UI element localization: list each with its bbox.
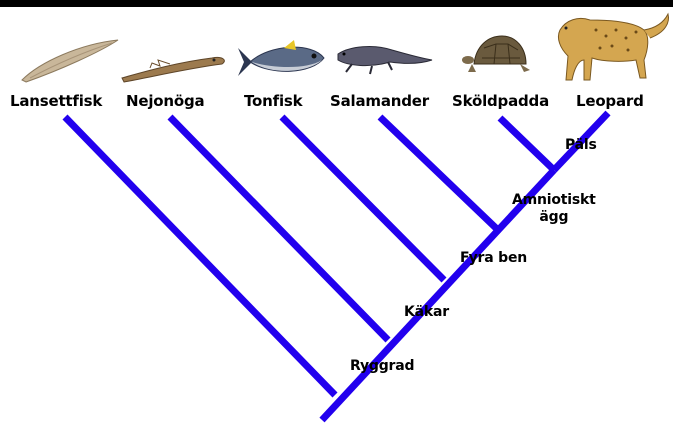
trait-label-pals: Päls (565, 137, 597, 154)
tuna-icon (238, 40, 324, 76)
taxon-label-leopard: Leopard (576, 92, 644, 110)
taxon-label-salamander: Salamander (330, 92, 429, 110)
lancelet-icon (22, 40, 118, 82)
taxon-label-skoldpadda: Sköldpadda (452, 92, 549, 110)
lamprey-icon (122, 57, 224, 82)
trait-label-kakar: Käkar (404, 304, 449, 321)
salamander-icon (338, 47, 432, 74)
taxon-label-lansettfisk: Lansettfisk (10, 92, 102, 110)
branch-salamander (380, 117, 498, 230)
branch-nejonoga (170, 117, 388, 340)
trait-label-ryggrad: Ryggrad (350, 358, 414, 375)
branch-skoldpadda (500, 118, 554, 170)
trait-label-amniotiskt-agg: Amniotiskt ägg (512, 192, 596, 226)
leopard-icon (558, 14, 668, 80)
tortoise-icon (462, 36, 530, 72)
taxon-label-tonfisk: Tonfisk (244, 92, 302, 110)
trait-label-fyra-ben: Fyra ben (460, 250, 527, 267)
taxon-label-nejonoga: Nejonöga (126, 92, 204, 110)
branch-lansettfisk (65, 117, 335, 395)
